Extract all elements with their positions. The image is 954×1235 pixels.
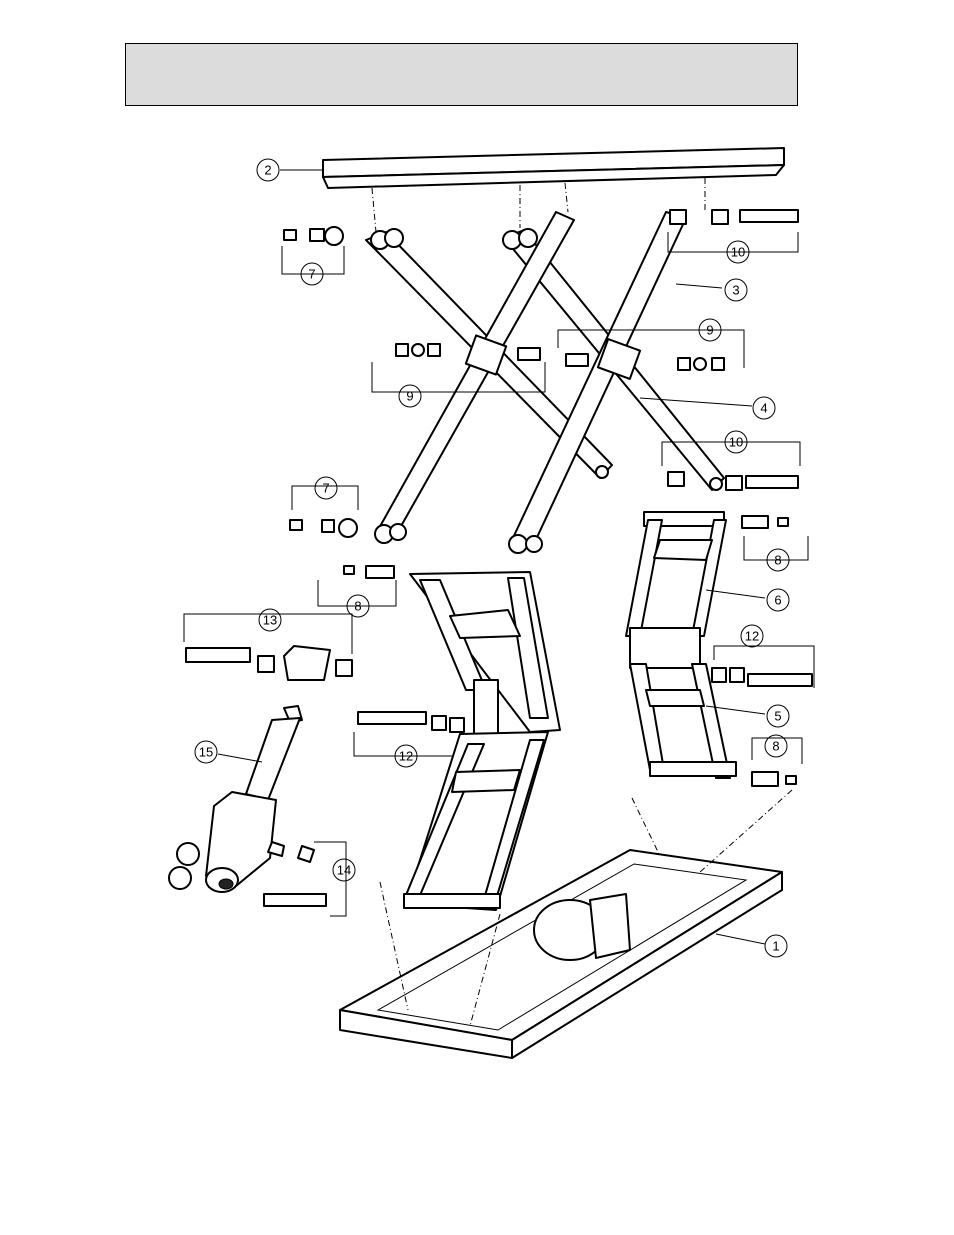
part-label-14: 14 [333,859,355,881]
pins-14 [264,842,346,916]
part-label-3: 3 [725,279,747,301]
svg-text:1: 1 [772,939,779,954]
svg-text:8: 8 [774,553,781,568]
inner-frame-left [404,572,560,910]
svg-text:12: 12 [745,629,759,644]
svg-text:5: 5 [774,709,781,724]
svg-text:3: 3 [732,283,739,298]
part-label-4: 4 [753,397,775,419]
svg-text:13: 13 [263,613,277,628]
svg-text:12: 12 [399,749,413,764]
hydraulic-cylinder-15 [169,706,302,892]
part-label-13: 13 [259,609,281,631]
svg-text:7: 7 [308,267,315,282]
svg-text:9: 9 [706,323,713,338]
part-label-1: 1 [765,935,787,957]
svg-text:14: 14 [337,863,351,878]
table-top [323,148,784,188]
part-label-6: 6 [767,589,789,611]
svg-text:8: 8 [354,599,361,614]
svg-text:4: 4 [760,401,767,416]
hardware-12-right [712,646,814,688]
svg-text:8: 8 [772,739,779,754]
svg-text:15: 15 [199,745,213,760]
svg-text:10: 10 [729,435,743,450]
inner-frame-right [626,512,736,778]
part-label-5: 5 [767,705,789,727]
part-label-2: 2 [257,159,279,181]
svg-text:6: 6 [774,593,781,608]
base-frame [340,850,782,1058]
part-label-7b: 7 [315,477,337,499]
svg-text:10: 10 [731,245,745,260]
part-label-9a: 9 [399,385,421,407]
part-label-15: 15 [195,741,217,763]
svg-text:2: 2 [264,163,271,178]
svg-text:9: 9 [406,389,413,404]
part-label-8c: 8 [765,735,787,757]
svg-text:7: 7 [322,481,329,496]
part-label-12b: 12 [741,625,763,647]
